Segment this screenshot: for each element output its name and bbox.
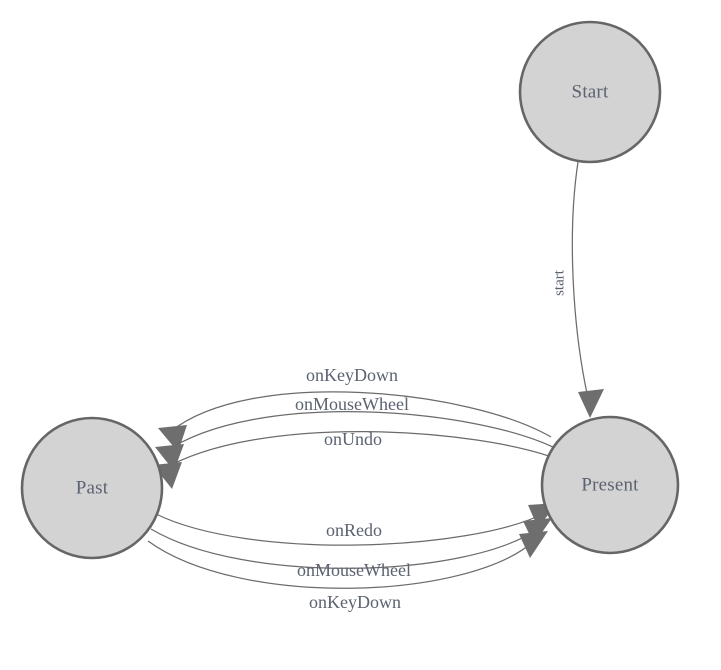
node-past[interactable]: Past [20, 416, 164, 560]
edge-onmousewheel-dn-path [150, 527, 540, 569]
node-present-label: Present [581, 474, 639, 495]
edge-onmousewheel-up-path [164, 411, 558, 453]
edge-onmousewheel-dn-arrowhead [523, 518, 552, 544]
edge-onredo-path [155, 512, 546, 546]
edge-label-onmousewheel-dn: onMouseWheel [297, 560, 411, 580]
edge-onkeydown-dn-path [147, 540, 535, 589]
edge-start-path [571, 161, 589, 399]
edge-start-arrowhead [578, 389, 604, 418]
edge-onkeydown-up-path [169, 391, 552, 438]
edge-label-onkeydown-dn: onKeyDown [309, 592, 401, 612]
edge-label-onredo: onRedo [326, 520, 382, 540]
node-start[interactable]: Start [518, 20, 662, 164]
edge-onkeydown-past-to-present[interactable] [147, 531, 548, 589]
node-present-circle [540, 415, 680, 555]
edge-onkeydown-dn-arrowhead [519, 531, 548, 558]
node-past-label: Past [76, 477, 109, 498]
node-present[interactable]: Present [540, 415, 680, 555]
edge-label-onmousewheel-up: onMouseWheel [295, 394, 409, 414]
edge-start[interactable] [571, 161, 604, 418]
edge-label-onkeydown-up: onKeyDown [306, 365, 398, 385]
edge-label-onundo: onUndo [324, 429, 382, 449]
edge-label-start: start [551, 269, 567, 296]
edge-onmousewheel-past-to-present[interactable] [150, 518, 552, 569]
edge-onmousewheel-present-to-past[interactable] [155, 411, 558, 471]
node-past-circle [20, 416, 164, 560]
node-start-label: Start [572, 81, 609, 102]
node-start-circle [518, 20, 662, 164]
edge-onundo-path [161, 430, 561, 471]
edge-onmousewheel-up-arrowhead [155, 444, 184, 471]
